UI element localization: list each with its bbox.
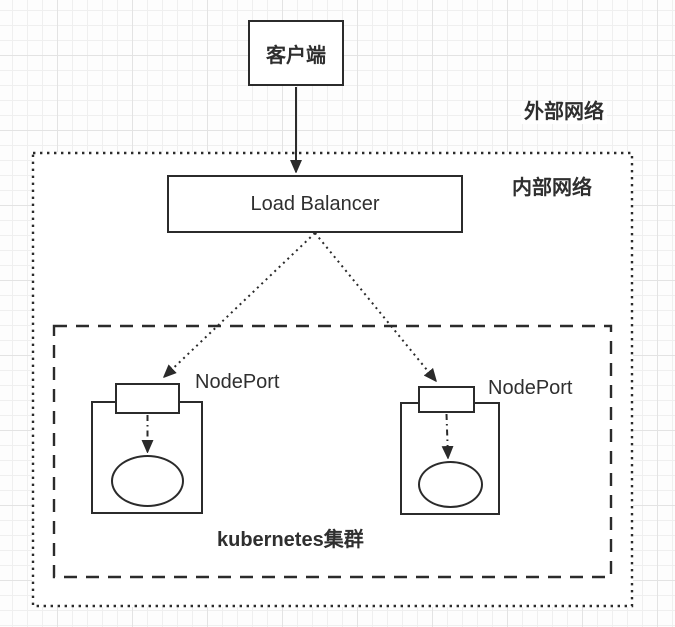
load-balancer-label: Load Balancer (250, 192, 380, 215)
kubernetes-cluster-label: kubernetes集群 (217, 529, 364, 551)
nodeport-label-right: NodePort (488, 377, 573, 399)
external-network-label: 外部网络 (521, 101, 607, 124)
internal-network-label: 内部网络 (512, 177, 592, 199)
load-balancer-box: Load Balancer (167, 175, 463, 233)
pod-ellipse-left (111, 455, 184, 507)
nodeport-label-left: NodePort (195, 371, 280, 393)
client-box-label: 客户端 (266, 44, 326, 67)
pod-ellipse-right (418, 461, 483, 508)
nodeport-box-right (418, 386, 475, 413)
nodeport-box-left (115, 383, 180, 414)
client-box: 客户端 (248, 20, 344, 86)
